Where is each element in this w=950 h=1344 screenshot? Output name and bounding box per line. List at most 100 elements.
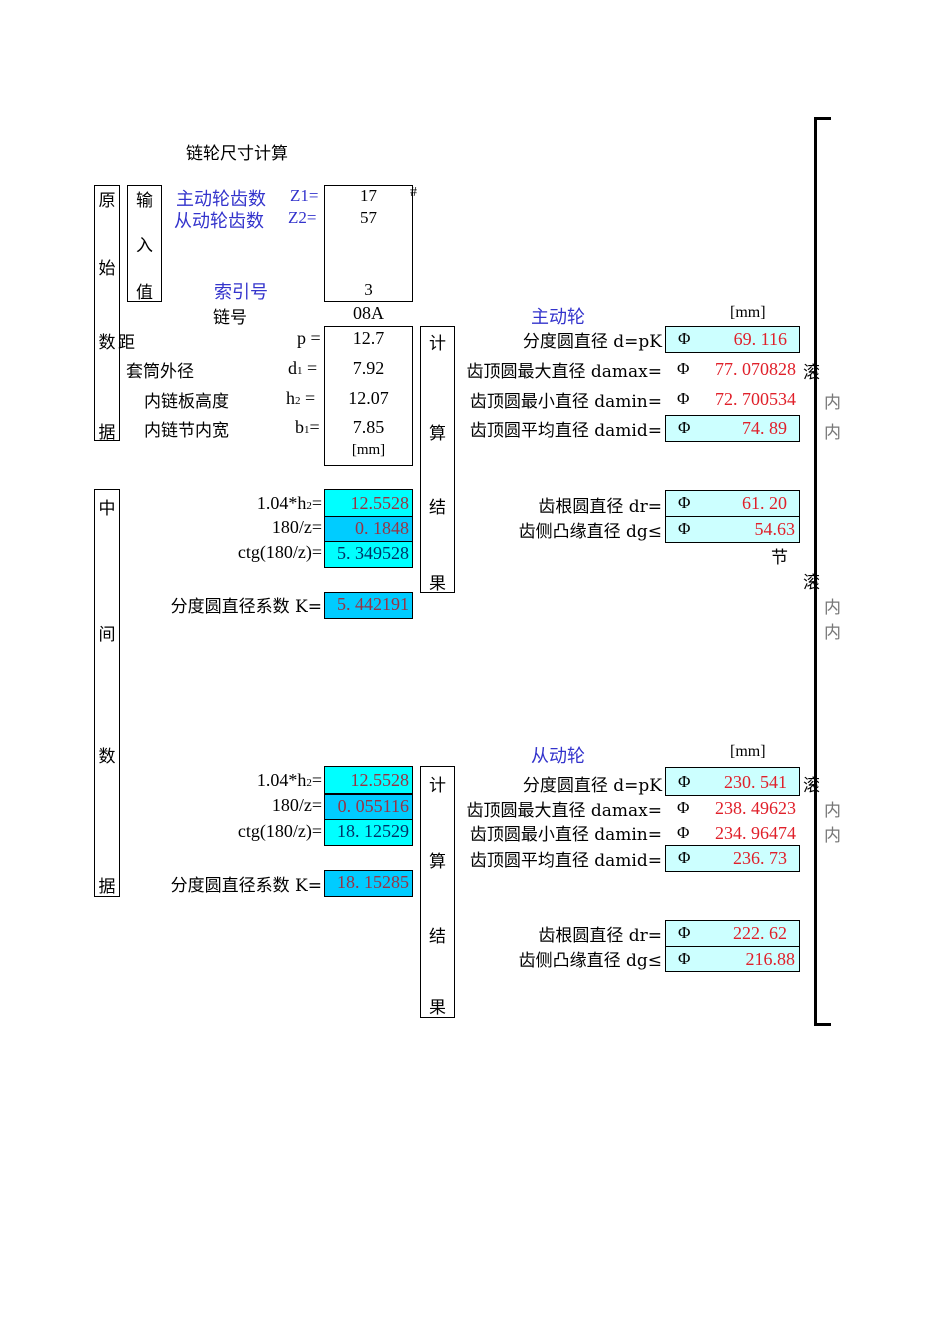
- driver-dr-value: 61. 20: [742, 493, 787, 513]
- h2-eq: =: [300, 388, 316, 408]
- overflow-gun: 滚: [803, 363, 820, 383]
- driven-damin-label: 齿顶圆最小直径 damin=: [469, 825, 662, 845]
- z2-value[interactable]: 57: [360, 208, 377, 227]
- z1-value[interactable]: 17: [360, 186, 377, 205]
- driver-damid-value: 74. 89: [742, 418, 787, 438]
- driven-damid-cell: Φ 236. 73: [665, 845, 800, 872]
- driver-angle-label: 180/z=: [271, 517, 322, 537]
- driven-dg-cell: Φ 216.88: [665, 946, 800, 972]
- b1-eq: =: [309, 417, 320, 437]
- driver-damid-label: 齿顶圆平均直径 damid=: [469, 421, 662, 441]
- driver-damax-cell: Φ 77. 070828: [665, 357, 800, 383]
- vchar: 数: [98, 747, 116, 767]
- driver-h-value: 12.5528: [324, 489, 413, 517]
- b1-sym: b: [295, 417, 304, 437]
- driver-d-cell: Φ 69. 116: [665, 326, 800, 353]
- pitch-value: 12.7: [352, 328, 385, 348]
- driven-dg-value: 216.88: [745, 949, 796, 969]
- driver-k-value: 5. 442191: [324, 592, 413, 619]
- vchar: 算: [429, 424, 446, 444]
- overflow-gun: 滚: [803, 776, 820, 796]
- vchar: 果: [429, 574, 446, 594]
- overflow-gun: 滚: [803, 573, 820, 593]
- b1-symbol: b1=: [295, 417, 320, 438]
- driven-damax-cell: Φ 238. 49623: [665, 796, 800, 822]
- overflow-nei: 内: [824, 801, 841, 821]
- driven-k-label: 分度圆直径系数 K=: [170, 876, 322, 896]
- driven-h-sub: 2: [306, 777, 312, 789]
- overflow-nei: 内: [824, 423, 841, 443]
- phi-icon: Φ: [677, 798, 690, 817]
- h2-sym: h: [286, 388, 295, 408]
- driver-dg-label: 齿侧凸缘直径 dg≤: [518, 522, 662, 542]
- phi-icon: Φ: [678, 329, 691, 348]
- phi-icon: Φ: [678, 949, 691, 968]
- z1-marker: #: [410, 185, 417, 200]
- driver-dg-cell: Φ 54.63: [665, 516, 800, 543]
- original-data-label-box: 原 始 数 据: [94, 185, 120, 443]
- driver-calc-result-box: 计 算 结 果: [420, 326, 455, 594]
- driven-damax-label: 齿顶圆最大直径 damax=: [466, 801, 662, 821]
- input-values-box: [324, 185, 413, 302]
- d1-value: 7.92: [352, 358, 385, 378]
- vchar: 结: [429, 498, 446, 518]
- pitch-label: 距: [118, 333, 135, 353]
- driven-ctg-label: ctg(180/z)=: [237, 821, 322, 841]
- phi-icon: Φ: [677, 359, 690, 378]
- b1-value: 7.85: [352, 417, 385, 437]
- vchar: 值: [136, 283, 153, 303]
- d1-eq: =: [302, 358, 318, 378]
- driver-ctg-label: ctg(180/z)=: [237, 542, 322, 562]
- driven-d-label: 分度圆直径 d=pK: [522, 776, 662, 796]
- driver-k-label: 分度圆直径系数 K=: [170, 597, 322, 617]
- phi-icon: Φ: [678, 848, 691, 867]
- driver-unit: [mm]: [730, 304, 766, 321]
- driven-d-value: 230. 541: [724, 772, 787, 792]
- driver-d-label: 分度圆直径 d=pK: [522, 332, 662, 352]
- vchar: 入: [136, 236, 153, 256]
- driver-ctg-value: 5. 349528: [324, 541, 413, 568]
- phi-icon: Φ: [678, 519, 691, 538]
- driven-damin-value: 234. 96474: [715, 823, 796, 843]
- driver-angle-value: 0. 1848: [324, 516, 413, 542]
- driver-dr-cell: Φ 61. 20: [665, 490, 800, 517]
- phi-icon: Φ: [678, 772, 691, 791]
- page-title: 链轮尺寸计算: [186, 144, 288, 164]
- driven-k-value: 18. 15285: [324, 870, 413, 897]
- vchar: 中: [98, 499, 116, 519]
- index-value[interactable]: 3: [364, 280, 373, 299]
- overflow-nei: 内: [824, 598, 841, 618]
- d1-label: 套筒外径: [126, 362, 194, 382]
- vchar: 间: [98, 625, 116, 645]
- chain-value: 08A: [353, 303, 384, 323]
- overflow-nei: 内: [824, 393, 841, 413]
- chain-params-box: [324, 326, 413, 466]
- driver-damid-cell: Φ 74. 89: [665, 415, 800, 442]
- driven-h-eq: =: [311, 770, 322, 790]
- driven-unit: [mm]: [730, 743, 766, 760]
- h2-symbol: h2 =: [286, 388, 315, 409]
- driven-h-sym: 1.04*h: [256, 770, 307, 790]
- z2-symbol: Z2=: [288, 208, 317, 227]
- vchar: 果: [429, 998, 446, 1018]
- z1-symbol: Z1=: [290, 186, 319, 205]
- driver-h-sym: 1.04*h: [256, 493, 307, 513]
- driven-damid-label: 齿顶圆平均直径 damid=: [469, 851, 662, 871]
- vchar: 原: [98, 191, 116, 211]
- vchar: 算: [429, 852, 446, 872]
- overflow-nei: 内: [824, 826, 841, 846]
- right-bracket-top: [814, 117, 831, 120]
- driven-angle-value: 0. 055116: [324, 794, 413, 820]
- vchar: 输: [136, 191, 153, 211]
- z2-label: 从动轮齿数: [174, 211, 264, 232]
- pitch-symbol: p =: [297, 328, 321, 348]
- vchar: 计: [429, 776, 446, 796]
- input-label-box: 输 入 值: [127, 185, 162, 303]
- b1-label: 内链节内宽: [144, 421, 229, 441]
- intermediate-data-label-box: 中 间 数 据: [94, 489, 120, 897]
- b1-sub: 1: [304, 424, 310, 436]
- vchar: 结: [429, 927, 446, 947]
- driver-dr-label: 齿根圆直径 dr=: [538, 497, 662, 517]
- overflow-jie: 节: [771, 548, 788, 568]
- driven-damid-value: 236. 73: [733, 848, 787, 868]
